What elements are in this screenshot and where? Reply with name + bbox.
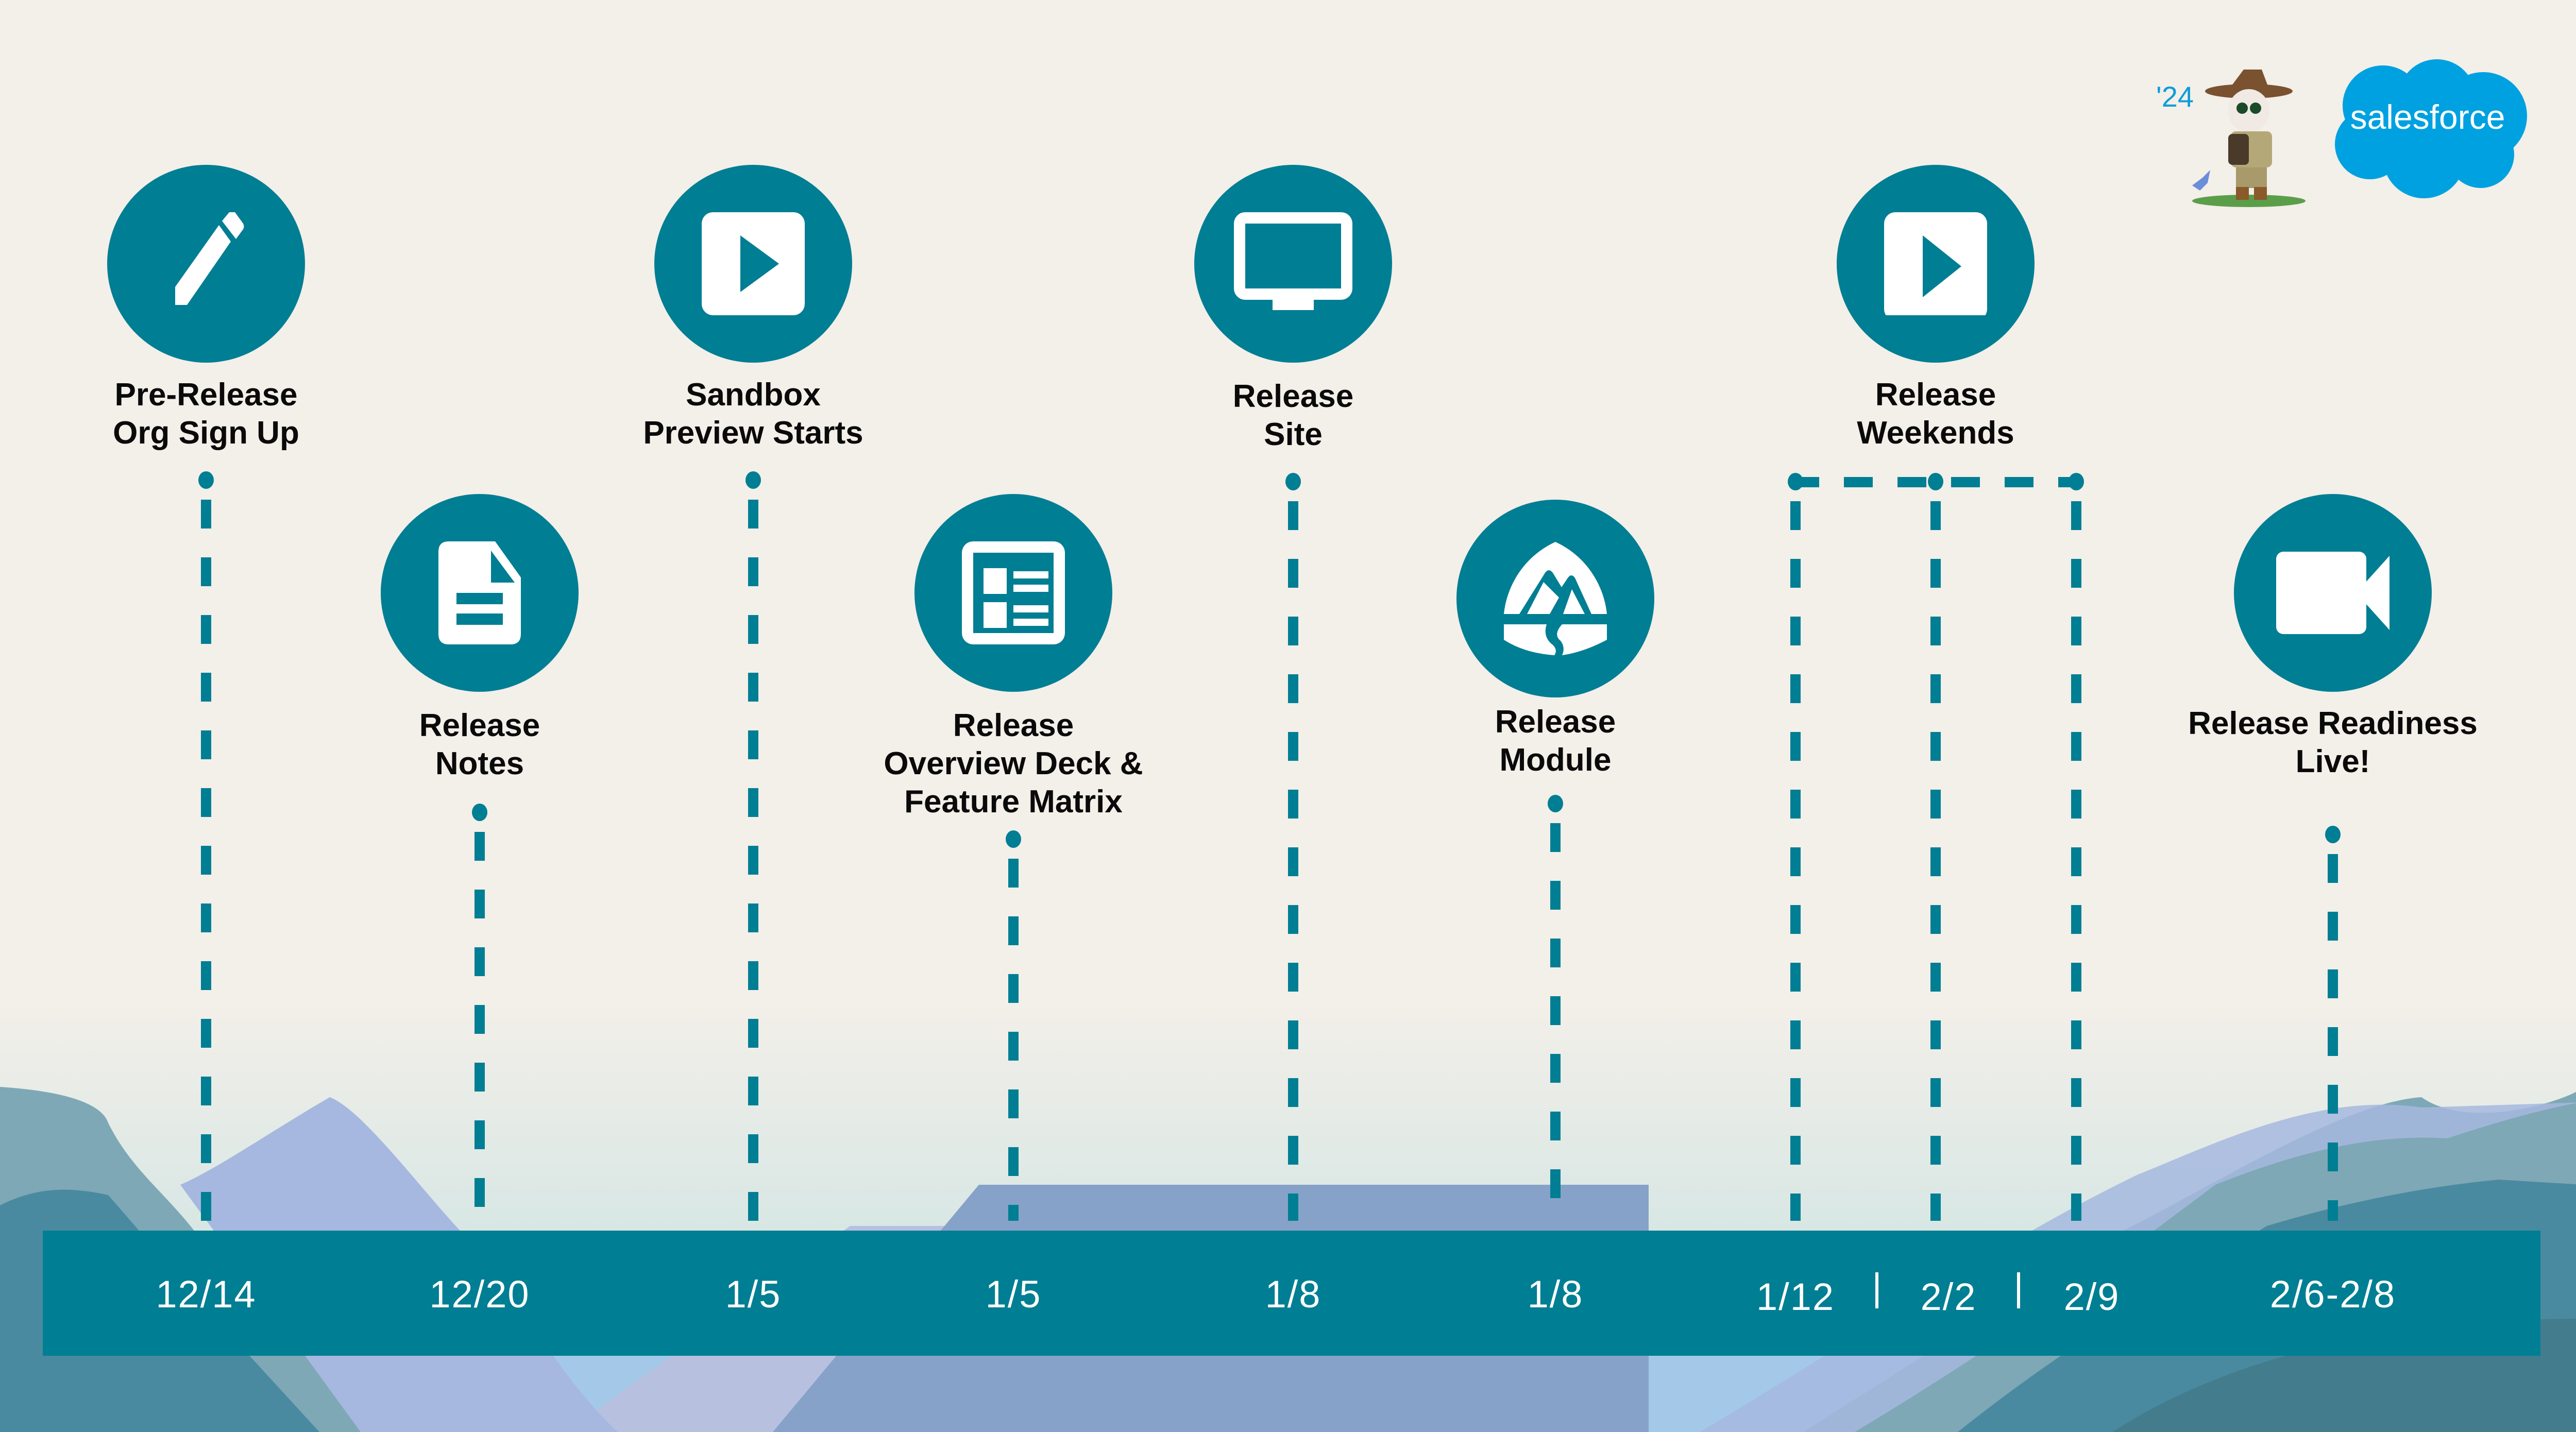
play-icon: [702, 212, 805, 315]
dashed-connector: [2328, 854, 2338, 1221]
date-2-2: 2/2: [1920, 1275, 1977, 1318]
date-2-6-2-8: 2/6-2/8: [2269, 1273, 2396, 1316]
date-12-20: 12/20: [429, 1273, 530, 1316]
milestone-icon-release-notes: [381, 494, 579, 692]
document-icon: [438, 541, 521, 644]
milestone-icon-readiness-live: [2234, 494, 2432, 692]
dashed-connector: [201, 500, 211, 1221]
date-1-5-sandbox: 1/5: [725, 1273, 782, 1316]
dashed-connector: [1288, 501, 1298, 1221]
dashed-connector-2-2: [1930, 501, 1941, 1221]
pencil-icon: [175, 212, 244, 305]
date-1-8-site: 1/8: [1265, 1273, 1321, 1316]
date-2-9: 2/9: [2063, 1275, 2120, 1318]
milestone-icon-release-module: [1456, 500, 1654, 697]
trailhead-icon: [1504, 542, 1607, 655]
dashed-connector: [748, 500, 758, 1221]
milestone-icon-overview-deck: [914, 494, 1112, 692]
timeline-dot: [745, 471, 761, 489]
timeline-dot: [2325, 826, 2341, 843]
ranger-mascot-icon: [2192, 70, 2306, 207]
year-badge: '24: [2156, 80, 2194, 113]
timeline-dot: [1788, 473, 1803, 490]
dashed-connector: [1550, 823, 1561, 1221]
date-1-5-deck: 1/5: [985, 1273, 1042, 1316]
timeline-dot: [1548, 795, 1563, 812]
dashed-connector-1-12: [1790, 501, 1801, 1221]
dashed-connector-2-9: [2071, 501, 2081, 1221]
news-layout-icon: [962, 541, 1065, 644]
date-separator: [2017, 1272, 2020, 1308]
timeline-dot: [198, 471, 214, 489]
milestone-icon-release-weekends: [1837, 165, 2035, 363]
milestone-icon-sandbox-preview: [654, 165, 852, 363]
date-1-8-module: 1/8: [1527, 1273, 1584, 1316]
dashed-connector: [1008, 859, 1019, 1221]
timeline-bar: [43, 1231, 2540, 1356]
salesforce-logo: salesforce: [2335, 59, 2527, 198]
timeline-dot: [2069, 473, 2084, 490]
timeline-dot: [1006, 830, 1021, 848]
date-1-12: 1/12: [1756, 1275, 1835, 1318]
timeline-dot: [472, 804, 487, 821]
monitor-icon: [1234, 212, 1352, 310]
milestone-icon-pre-release: [107, 165, 305, 363]
video-camera-icon: [2276, 552, 2389, 634]
milestone-icon-release-site: [1194, 165, 1392, 363]
salesforce-wordmark: salesforce: [2350, 98, 2505, 136]
play-icon: [1884, 212, 1987, 315]
timeline-dot: [1928, 473, 1943, 490]
date-separator: [1875, 1272, 1878, 1308]
dashed-connector: [474, 832, 485, 1221]
timeline-dot: [1285, 473, 1301, 490]
date-12-14: 12/14: [156, 1273, 257, 1316]
